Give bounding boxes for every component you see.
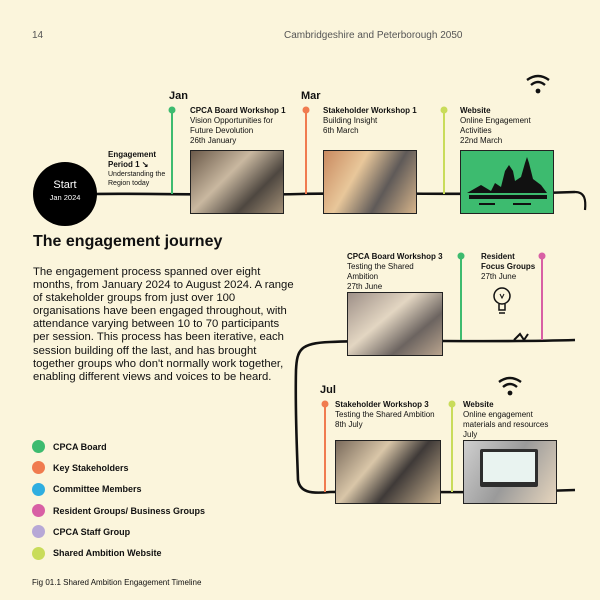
body-text: The engagement process spanned over eigh… (33, 266, 294, 383)
photo-stakeholder-workshop-3 (335, 440, 441, 504)
legend-item-key-stakeholders: Key Stakeholders (32, 457, 205, 478)
document-title: Cambridgeshire and Peterborough 2050 (284, 30, 463, 41)
event-title: Period 1 ↘ (108, 160, 149, 169)
legend: CPCA Board Key Stakeholders Committee Me… (32, 436, 205, 564)
event-date: 27th June (347, 282, 383, 291)
event-detail: Ambition (347, 272, 379, 281)
event-title: CPCA Board Workshop 3 (347, 252, 443, 261)
event-detail: Building Insight (323, 116, 378, 125)
event-title: Website (463, 400, 494, 409)
start-marker: Start Jan 2024 (33, 162, 97, 226)
month-mar: Mar (301, 90, 321, 102)
event-resident-focus-groups: Resident Focus Groups 27th June (481, 252, 551, 282)
event-title: Focus Groups (481, 262, 536, 271)
legend-label: Resident Groups/ Business Groups (53, 505, 206, 516)
event-detail: materials and resources (463, 420, 549, 429)
marker-website2 (448, 400, 456, 408)
month-jan: Jan (169, 90, 188, 102)
event-detail: Future Devolution (190, 126, 254, 135)
event-date: 6th March (323, 126, 359, 135)
photo-cpca-workshop-1 (190, 150, 284, 214)
event-detail: Testing the Shared Ambition (335, 410, 435, 419)
start-label: Start (53, 179, 77, 191)
start-date: Jan 2024 (49, 193, 81, 202)
figure-number: Fig 01.1 (32, 578, 61, 587)
figure-caption-text: Shared Ambition Engagement Timeline (63, 578, 202, 587)
legend-label: Key Stakeholders (53, 462, 129, 473)
event-stakeholder-workshop-3: Stakeholder Workshop 3 Testing the Share… (335, 400, 460, 430)
event-cpca-workshop-3: CPCA Board Workshop 3 Testing the Shared… (347, 252, 457, 292)
event-detail: Testing the Shared (347, 262, 414, 271)
legend-swatch (32, 440, 45, 454)
legend-label: Shared Ambition Website (53, 548, 162, 559)
legend-swatch (32, 525, 45, 539)
event-detail: Online engagement (463, 410, 533, 419)
lightbulb-icon (493, 287, 511, 314)
marker-website1 (440, 106, 448, 114)
legend-swatch (32, 461, 45, 475)
legend-label: CPCA Board (53, 441, 107, 452)
event-detail: Region today (108, 180, 150, 187)
event-title: Stakeholder Workshop 3 (335, 400, 429, 409)
photo-cpca-workshop-3 (347, 292, 443, 356)
month-jul: Jul (320, 384, 336, 396)
legend-item-cpca-board: CPCA Board (32, 436, 205, 457)
illustration-website-1 (460, 150, 554, 214)
photo-website-2 (463, 440, 557, 504)
marker-cpca3 (457, 252, 465, 260)
event-date: 26th January (190, 136, 237, 145)
event-date: 27th June (481, 272, 517, 281)
legend-label: CPCA Staff Group (53, 526, 131, 537)
event-stakeholder-workshop-1: Stakeholder Workshop 1 Building Insight … (323, 106, 433, 136)
event-title: Website (460, 106, 491, 115)
laptop-icon (480, 449, 538, 487)
event-detail: Understanding the (108, 171, 166, 178)
event-title: Stakeholder Workshop 1 (323, 106, 417, 115)
page-number: 14 (32, 30, 44, 41)
marker-stakeholder1 (302, 106, 310, 114)
legend-item-committee-members: Committee Members (32, 479, 205, 500)
marker-stakeholder3 (321, 400, 329, 408)
event-cpca-workshop-1: CPCA Board Workshop 1 Vision Opportuniti… (190, 106, 300, 146)
photo-stakeholder-workshop-1 (323, 150, 417, 214)
figure-caption: Fig 01.1 Shared Ambition Engagement Time… (32, 578, 201, 587)
event-title: CPCA Board Workshop 1 (190, 106, 286, 115)
marker-resident (538, 252, 546, 260)
event-engagement-period: Engagement Period 1 ↘ Understanding the … (108, 150, 178, 188)
legend-item-website: Shared Ambition Website (32, 542, 205, 563)
event-date: 22nd March (460, 136, 503, 145)
timeline-curve (574, 190, 587, 211)
legend-item-cpca-staff: CPCA Staff Group (32, 521, 205, 542)
wifi-icon (498, 376, 522, 396)
event-detail: Activities (460, 126, 492, 135)
wifi-icon (526, 74, 550, 94)
legend-swatch (32, 504, 45, 518)
event-detail: Online Engagement (460, 116, 531, 125)
marker-cpca1 (168, 106, 176, 114)
event-title: Engagement (108, 150, 157, 159)
section-heading: The engagement journey (33, 233, 223, 250)
legend-swatch (32, 482, 45, 496)
cityscape-icon (467, 157, 547, 205)
squiggle-icon (513, 332, 529, 342)
event-website-2: Website Online engagement materials and … (463, 400, 573, 440)
event-detail: Vision Opportunities for (190, 116, 274, 125)
event-website-1: Website Online Engagement Activities 22n… (460, 106, 570, 146)
event-title: Resident (481, 252, 515, 261)
legend-swatch (32, 546, 45, 560)
legend-label: Committee Members (53, 484, 142, 495)
event-date: July (463, 430, 478, 439)
legend-item-resident-groups: Resident Groups/ Business Groups (32, 500, 205, 521)
event-date: 8th July (335, 420, 363, 429)
